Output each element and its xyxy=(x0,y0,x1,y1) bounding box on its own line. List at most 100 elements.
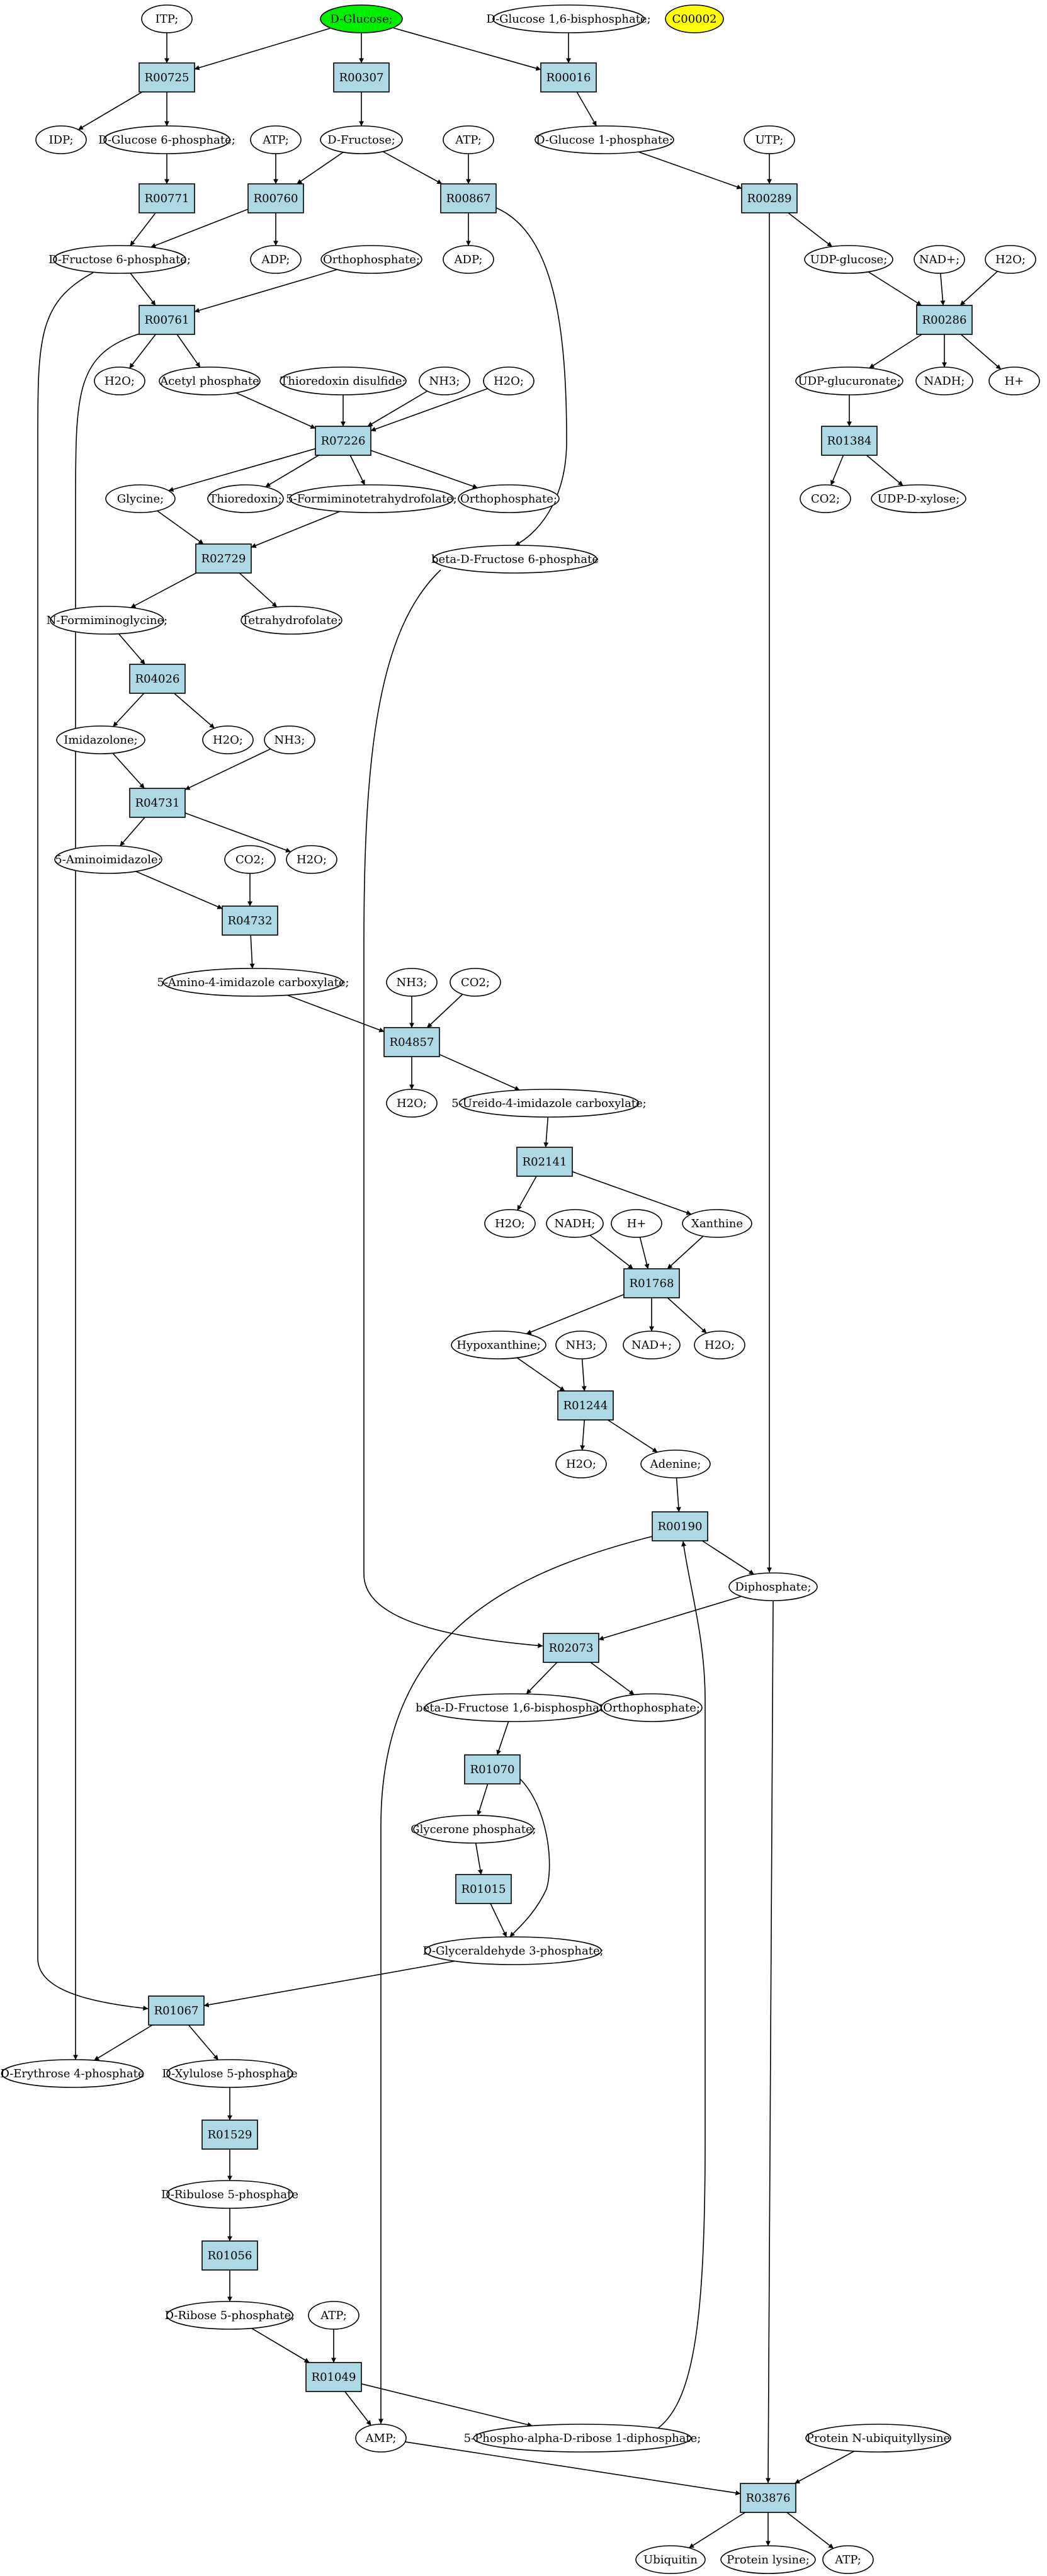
reaction-node-r00286[interactable]: R00286 xyxy=(916,305,973,335)
compound-node-nformgly[interactable]: N-Formiminoglycine; xyxy=(47,606,167,635)
reaction-node-r04026[interactable]: R04026 xyxy=(129,664,186,694)
reaction-node-r01384[interactable]: R01384 xyxy=(821,426,878,456)
reaction-node-r01768[interactable]: R01768 xyxy=(623,1268,680,1298)
compound-node-amp[interactable]: AMP; xyxy=(355,2424,407,2453)
compound-node-acetylp[interactable]: Acetyl phosphate xyxy=(159,366,261,395)
compound-node-nh3a[interactable]: NH3; xyxy=(419,366,470,395)
compound-node-adp1[interactable]: ADP; xyxy=(250,245,302,274)
compound-node-hplus1[interactable]: H+ xyxy=(988,366,1040,395)
reaction-node-r01070[interactable]: R01070 xyxy=(464,1754,521,1784)
reaction-node-r01049[interactable]: R01049 xyxy=(305,2362,362,2392)
reaction-node-r02729[interactable]: R02729 xyxy=(195,543,252,574)
compound-node-dg16bp[interactable]: D-Glucose 1,6-bisphosphate; xyxy=(486,4,651,33)
compound-node-h2o5[interactable]: H2O; xyxy=(286,845,337,874)
compound-node-orthop3[interactable]: Orthophosphate; xyxy=(601,1693,703,1722)
compound-node-udpxylose[interactable]: UDP-D-xylose; xyxy=(871,484,966,513)
compound-node-utp[interactable]: UTP; xyxy=(744,125,795,154)
compound-node-dx5p[interactable]: D-Xylulose 5-phosphate xyxy=(162,2059,298,2088)
compound-node-h2o4[interactable]: H2O; xyxy=(202,725,254,754)
compound-node-thf[interactable]: Tetrahydrofolate; xyxy=(241,606,342,635)
reaction-node-r00761[interactable]: R00761 xyxy=(139,305,195,335)
compound-node-bf16bp[interactable]: beta-D-Fructose 1,6-bisphosphate xyxy=(416,1693,611,1722)
compound-node-nadh1[interactable]: NADH; xyxy=(915,366,973,395)
compound-node-ureido[interactable]: 5-Ureido-4-imidazole carboxylate; xyxy=(451,1089,647,1118)
compound-node-c00002[interactable]: C00002 xyxy=(665,4,724,33)
compound-node-nh3d[interactable]: NH3; xyxy=(555,1331,607,1359)
compound-node-xanthine[interactable]: Xanthine xyxy=(682,1209,752,1238)
compound-node-orthop2[interactable]: Orthophosphate; xyxy=(458,484,560,513)
compound-node-itp[interactable]: ITP; xyxy=(141,4,193,33)
compound-node-udpglucuronate[interactable]: UDP-glucuronate; xyxy=(795,366,903,395)
compound-node-atp1[interactable]: ATP; xyxy=(250,125,302,154)
reaction-node-r04731[interactable]: R04731 xyxy=(129,788,186,818)
compound-node-udpglucose[interactable]: UDP-glucose; xyxy=(804,245,893,274)
compound-node-h2o7[interactable]: H2O; xyxy=(484,1209,536,1238)
compound-node-h2o9[interactable]: H2O; xyxy=(555,1450,607,1478)
compound-node-co2a[interactable]: CO2; xyxy=(800,484,851,513)
reaction-node-r04732[interactable]: R04732 xyxy=(222,905,278,936)
compound-node-dg6p[interactable]: D-Glucose 6-phosphate; xyxy=(98,125,235,154)
compound-node-dglucose[interactable]: D-Glucose; xyxy=(320,4,403,33)
compound-node-orthop1[interactable]: Orthophosphate; xyxy=(320,245,422,274)
compound-node-adenine[interactable]: Adenine; xyxy=(640,1450,711,1478)
compound-node-h2o8[interactable]: H2O; xyxy=(694,1331,745,1359)
reaction-node-r03876[interactable]: R03876 xyxy=(740,2483,796,2513)
compound-node-nadplus1[interactable]: NAD+; xyxy=(914,245,965,274)
compound-node-nadplus2[interactable]: NAD+; xyxy=(623,1331,681,1359)
compound-node-glycine[interactable]: Glycine; xyxy=(105,484,176,513)
reaction-node-r00016[interactable]: R00016 xyxy=(540,62,597,93)
compound-node-h2o3[interactable]: H2O; xyxy=(483,366,535,395)
compound-node-co2b[interactable]: CO2; xyxy=(224,845,276,874)
compound-node-dru5p[interactable]: D-Ribulose 5-phosphate xyxy=(161,2180,298,2209)
compound-node-dfructose[interactable]: D-Fructose; xyxy=(320,125,403,154)
compound-node-nh3b[interactable]: NH3; xyxy=(264,725,315,754)
reaction-node-r00867[interactable]: R00867 xyxy=(440,183,497,213)
compound-node-thioredoxin[interactable]: Thioredoxin; xyxy=(207,484,284,513)
reaction-node-r01015[interactable]: R01015 xyxy=(455,1874,512,1904)
compound-node-nadh2[interactable]: NADH; xyxy=(546,1209,604,1238)
compound-node-ubiquitin[interactable]: Ubiquitin xyxy=(635,2545,706,2574)
reaction-node-r00725[interactable]: R00725 xyxy=(139,62,195,93)
compound-node-adp2[interactable]: ADP; xyxy=(443,245,494,274)
compound-node-imidazolone[interactable]: Imidazolone; xyxy=(56,725,145,754)
compound-node-idp[interactable]: IDP; xyxy=(35,125,87,154)
compound-node-atp3[interactable]: ATP; xyxy=(308,2301,359,2330)
compound-node-atp2[interactable]: ATP; xyxy=(443,125,494,154)
reaction-node-r00771[interactable]: R00771 xyxy=(139,183,195,213)
compound-node-dg1p[interactable]: D-Glucose 1-phosphate; xyxy=(535,125,674,154)
compound-node-bf6p[interactable]: beta-D-Fructose 6-phosphate xyxy=(431,545,599,574)
compound-node-protlys[interactable]: Protein lysine; xyxy=(720,2545,816,2574)
compound-node-de4p[interactable]: D-Erythrose 4-phosphate xyxy=(0,2059,145,2088)
reaction-node-r02141[interactable]: R02141 xyxy=(516,1147,573,1177)
reaction-node-r01056[interactable]: R01056 xyxy=(201,2240,258,2271)
compound-node-nh3c[interactable]: NH3; xyxy=(386,968,438,997)
compound-node-protubi[interactable]: Protein N-ubiquityllysine xyxy=(805,2424,951,2453)
reaction-node-r01244[interactable]: R01244 xyxy=(557,1390,614,1421)
compound-node-aminoimid[interactable]: 5-Aminoimidazole; xyxy=(54,845,162,874)
compound-node-dr5p[interactable]: D-Ribose 5-phosphate; xyxy=(165,2301,295,2330)
reaction-node-r01529[interactable]: R01529 xyxy=(201,2119,258,2150)
compound-node-thiodisulf[interactable]: Thioredoxin disulfide; xyxy=(280,366,407,395)
compound-node-h2o1[interactable]: H2O; xyxy=(985,245,1036,274)
reaction-node-r04857[interactable]: R04857 xyxy=(383,1027,440,1057)
reaction-node-r07226[interactable]: R07226 xyxy=(315,426,371,456)
compound-node-aicarbox[interactable]: 5-Amino-4-imidazole carboxylate; xyxy=(157,968,349,997)
compound-node-atp4[interactable]: ATP; xyxy=(822,2545,874,2574)
compound-node-hypoxanthine[interactable]: Hypoxanthine; xyxy=(451,1331,546,1359)
compound-node-diphosphate[interactable]: Diphosphate; xyxy=(728,1572,818,1601)
compound-node-h2o6[interactable]: H2O; xyxy=(386,1089,438,1118)
reaction-node-r00760[interactable]: R00760 xyxy=(247,183,304,213)
compound-node-formthf[interactable]: 5-Formiminotetrahydrofolate; xyxy=(286,484,457,513)
compound-node-df6p[interactable]: D-Fructose 6-phosphate; xyxy=(48,245,191,274)
compound-node-glyceronep[interactable]: Glycerone phosphate; xyxy=(410,1815,536,1844)
reaction-node-r00190[interactable]: R00190 xyxy=(652,1511,708,1541)
reaction-node-r02073[interactable]: R02073 xyxy=(543,1633,599,1663)
compound-node-dg3p[interactable]: D-Glyceraldehyde 3-phosphate; xyxy=(422,1936,604,1965)
compound-node-h2o2[interactable]: H2O; xyxy=(94,366,145,395)
reaction-node-r00307[interactable]: R00307 xyxy=(333,62,390,93)
compound-node-hplus2[interactable]: H+ xyxy=(611,1209,662,1238)
compound-node-prpp[interactable]: 5-Phospho-alpha-D-ribose 1-diphosphate; xyxy=(464,2424,701,2453)
compound-node-co2c[interactable]: CO2; xyxy=(450,968,501,997)
reaction-node-r00289[interactable]: R00289 xyxy=(741,183,798,213)
reaction-node-r01067[interactable]: R01067 xyxy=(148,1995,205,2026)
